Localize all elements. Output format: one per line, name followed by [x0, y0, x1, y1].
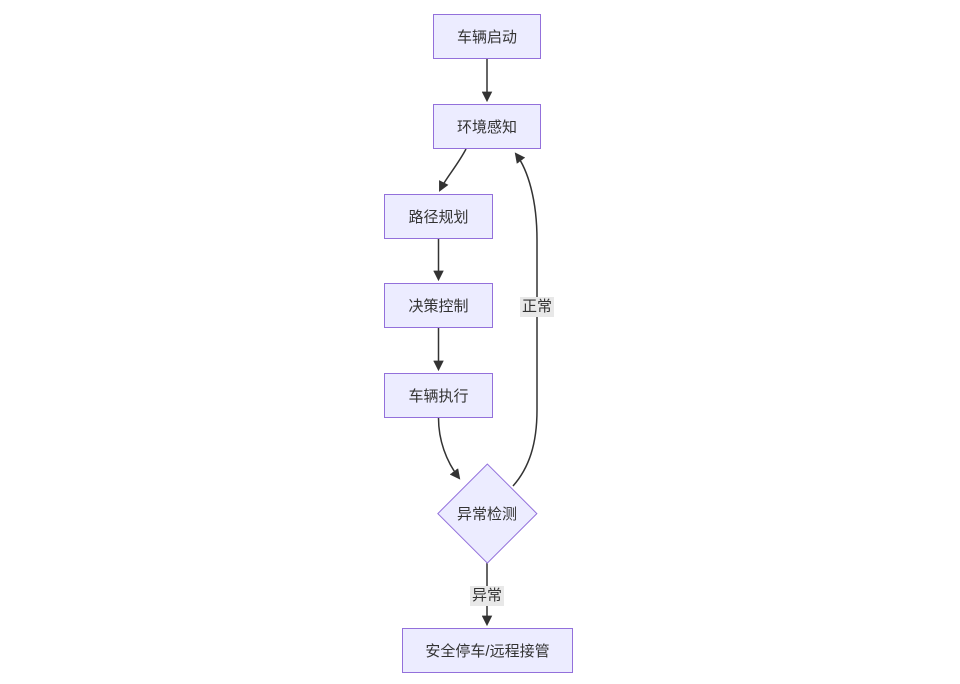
node-safe-stop-remote-takeover-label: 安全停车/远程接管 [425, 643, 550, 660]
node-path-planning-label: 路径规划 [408, 209, 469, 226]
node-environment-perception: 环境感知 [433, 104, 541, 149]
edge-anomaly-to-perception [512, 152, 538, 487]
edge-perception-to-planning [439, 148, 467, 192]
node-anomaly-detection-label: 异常检测 [456, 505, 517, 523]
node-decision-control-label: 决策控制 [408, 298, 469, 315]
node-vehicle-execution: 车辆执行 [384, 373, 493, 418]
node-decision-control: 决策控制 [384, 283, 493, 328]
node-vehicle-execution-label: 车辆执行 [408, 388, 469, 405]
node-environment-perception-label: 环境感知 [456, 119, 517, 136]
edge-label-normal: 正常 [519, 297, 555, 317]
node-safe-stop-remote-takeover: 安全停车/远程接管 [402, 628, 573, 673]
edge-execution-to-anomaly [437, 417, 461, 480]
node-vehicle-start: 车辆启动 [433, 14, 541, 59]
node-vehicle-start-label: 车辆启动 [456, 29, 517, 46]
edge-label-abnormal: 异常 [469, 586, 505, 606]
node-anomaly-detection: 异常检测 [437, 463, 537, 563]
node-path-planning: 路径规划 [384, 194, 493, 239]
